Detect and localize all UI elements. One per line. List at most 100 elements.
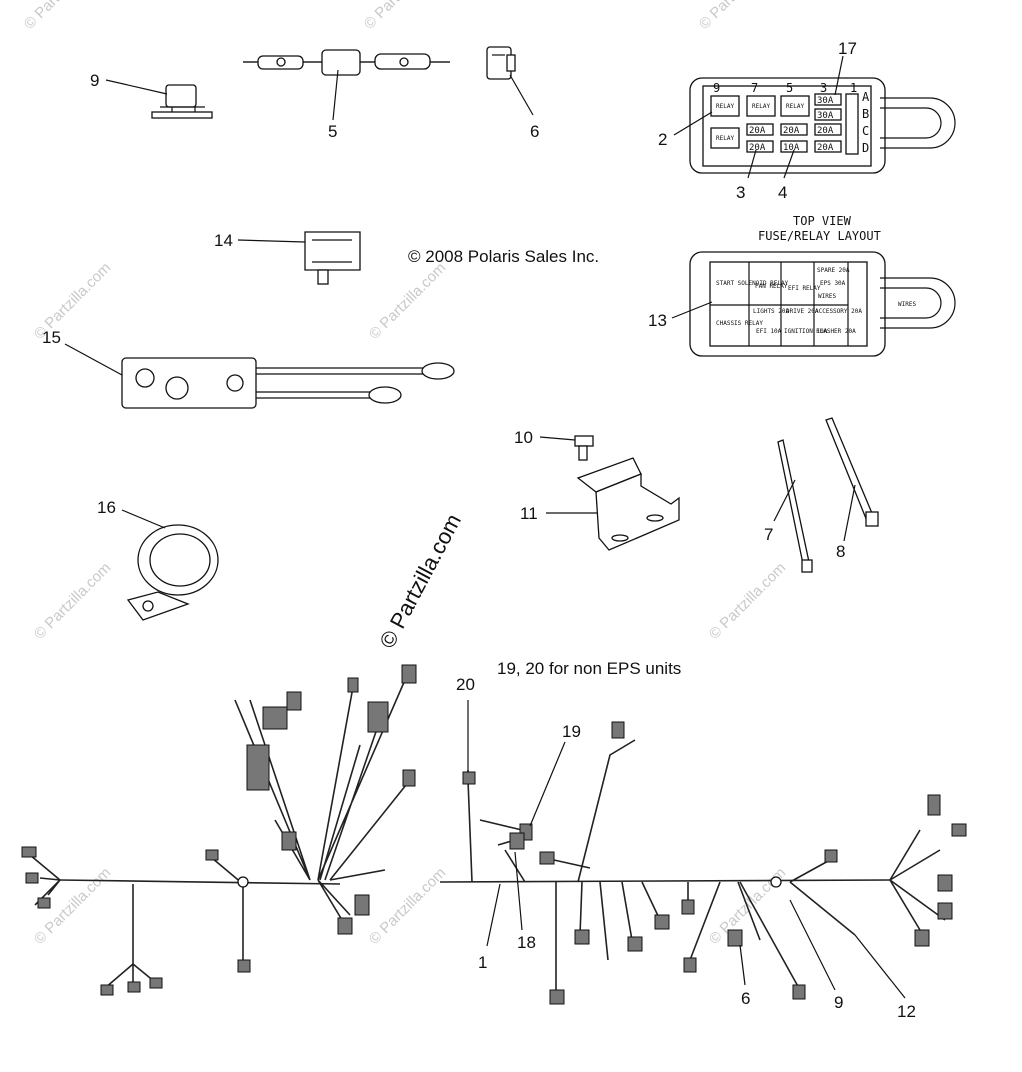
part-14-sensor: [304, 231, 361, 285]
leader-3: [747, 149, 757, 179]
callout-9: 9: [90, 71, 99, 90]
callout-7: 7: [764, 525, 773, 544]
callout-10: 10: [514, 428, 533, 447]
watermark-text: © Partzilla.com: [361, 0, 444, 33]
leader-9: [105, 79, 168, 95]
callout-3: 3: [736, 183, 745, 202]
part-15-ground-strap: [121, 357, 455, 409]
cell-efi10: EFI 10A: [756, 328, 782, 335]
leader-18: [514, 851, 523, 931]
callout-6: 6: [530, 122, 539, 141]
layout-label: FUSE/RELAY LAYOUT: [758, 229, 881, 243]
callout-12: 12: [897, 1002, 916, 1021]
eps-note: 19, 20 for non EPS units: [497, 659, 681, 678]
harness-left: [21, 664, 417, 996]
leader-13: [671, 301, 713, 319]
cell-spare: SPARE 20A: [817, 267, 850, 274]
leader-1: [486, 883, 501, 947]
callout-14: 14: [214, 231, 233, 250]
leader-6b: [739, 944, 746, 986]
callout-1: 1: [478, 953, 487, 972]
callout-6b: 6: [741, 989, 750, 1008]
cell-drive: DRIVE 20A: [786, 308, 819, 315]
fuse-20a: 20A: [817, 143, 834, 153]
part-10-bolt: [574, 435, 594, 461]
leader-2: [673, 111, 713, 136]
row-a: A: [862, 90, 870, 104]
fuse-pos-9: 9: [713, 81, 720, 95]
leader-7: [773, 479, 796, 522]
leader-10: [539, 436, 576, 441]
part-5-inline-fuse: [243, 49, 450, 76]
callout-16: 16: [97, 498, 116, 517]
leader-19: [529, 741, 566, 827]
part-7-cable-tie: [777, 439, 813, 573]
cell-ignition: IGNITION 10A: [784, 328, 828, 335]
leader-15: [64, 343, 123, 376]
cell-efi: EFI RELAY: [788, 285, 821, 292]
callout-15: 15: [42, 328, 61, 347]
part-9-fuse-clip: [151, 84, 213, 119]
watermark-text: © Partzilla.com: [366, 259, 449, 342]
watermark-main: © Partzilla.com: [374, 510, 466, 653]
wires-exit: WIRES: [898, 301, 916, 308]
fuse-20a: 20A: [749, 143, 766, 153]
part-6-connector: [486, 46, 516, 80]
watermark-text: © Partzilla.com: [706, 559, 789, 642]
row-d: D: [862, 141, 869, 155]
watermark-text: © Partzilla.com: [696, 0, 779, 33]
copyright-text: © 2008 Polaris Sales Inc.: [408, 247, 599, 266]
leader-16: [121, 509, 166, 529]
top-view-label: TOP VIEW: [793, 214, 852, 228]
fuse-box-top: 9 7 5 3 1 RELAY RELAY RELAY RELAY 30A 30…: [689, 77, 956, 174]
callout-19: 19: [562, 722, 581, 741]
fuse-30a: 30A: [817, 111, 834, 121]
leader-14: [237, 239, 306, 243]
leader-17: [834, 55, 844, 96]
callout-8: 8: [836, 542, 845, 561]
fuse-relay-layout: START SOLENOID RELAY FAN RELAY EFI RELAY…: [689, 251, 956, 357]
fuse-pos-5: 5: [786, 81, 793, 95]
cell-flasher: FLASHER 20A: [816, 328, 856, 335]
leader-6: [509, 74, 534, 116]
watermark-text: © Partzilla.com: [366, 864, 449, 947]
cell-eps: EPS 30A: [820, 280, 846, 287]
callout-5: 5: [328, 122, 337, 141]
row-b: B: [862, 107, 869, 121]
fuse-pos-1: 1: [850, 81, 857, 95]
cell-accessory: ACCESSORY 20A: [815, 308, 862, 315]
part-11-bracket: [576, 457, 680, 551]
cell-starter: START SOLENOID RELAY: [716, 280, 789, 287]
relay-label: RELAY: [716, 135, 734, 142]
row-c: C: [862, 124, 869, 138]
watermark-text: © Partzilla.com: [21, 0, 104, 33]
harness-right: [439, 721, 967, 1005]
leader-9b: [789, 899, 836, 991]
callout-18: 18: [517, 933, 536, 952]
cell-lights: LIGHTS 20A: [753, 308, 790, 315]
cell-wires: WIRES: [818, 293, 836, 300]
leader-12: [854, 934, 906, 999]
callout-4: 4: [778, 183, 787, 202]
callout-11: 11: [520, 504, 538, 523]
leader-8: [843, 484, 856, 542]
relay-label: RELAY: [716, 103, 734, 110]
cell-chassis: CHASSIS RELAY: [716, 320, 763, 327]
part-16-clamp: [126, 524, 219, 621]
watermark-layer: © Partzilla.com © Partzilla.com © Partzi…: [21, 0, 789, 948]
part-8-cable-tie: [825, 417, 879, 527]
callout-17: 17: [838, 39, 857, 58]
relay-label: RELAY: [752, 103, 770, 110]
fuse-20a: 20A: [749, 126, 766, 136]
watermark-text: © Partzilla.com: [31, 559, 114, 642]
cell-fan: FAN RELAY: [755, 283, 788, 290]
relay-label: RELAY: [786, 103, 804, 110]
callout-20: 20: [456, 675, 475, 694]
fuse-pos-7: 7: [751, 81, 758, 95]
fuse-pos-3: 3: [820, 81, 827, 95]
leader-4: [783, 149, 795, 179]
callout-13: 13: [648, 311, 667, 330]
fuse-20a: 20A: [817, 126, 834, 136]
fuse-10a: 10A: [783, 143, 800, 153]
callout-2: 2: [658, 130, 667, 149]
